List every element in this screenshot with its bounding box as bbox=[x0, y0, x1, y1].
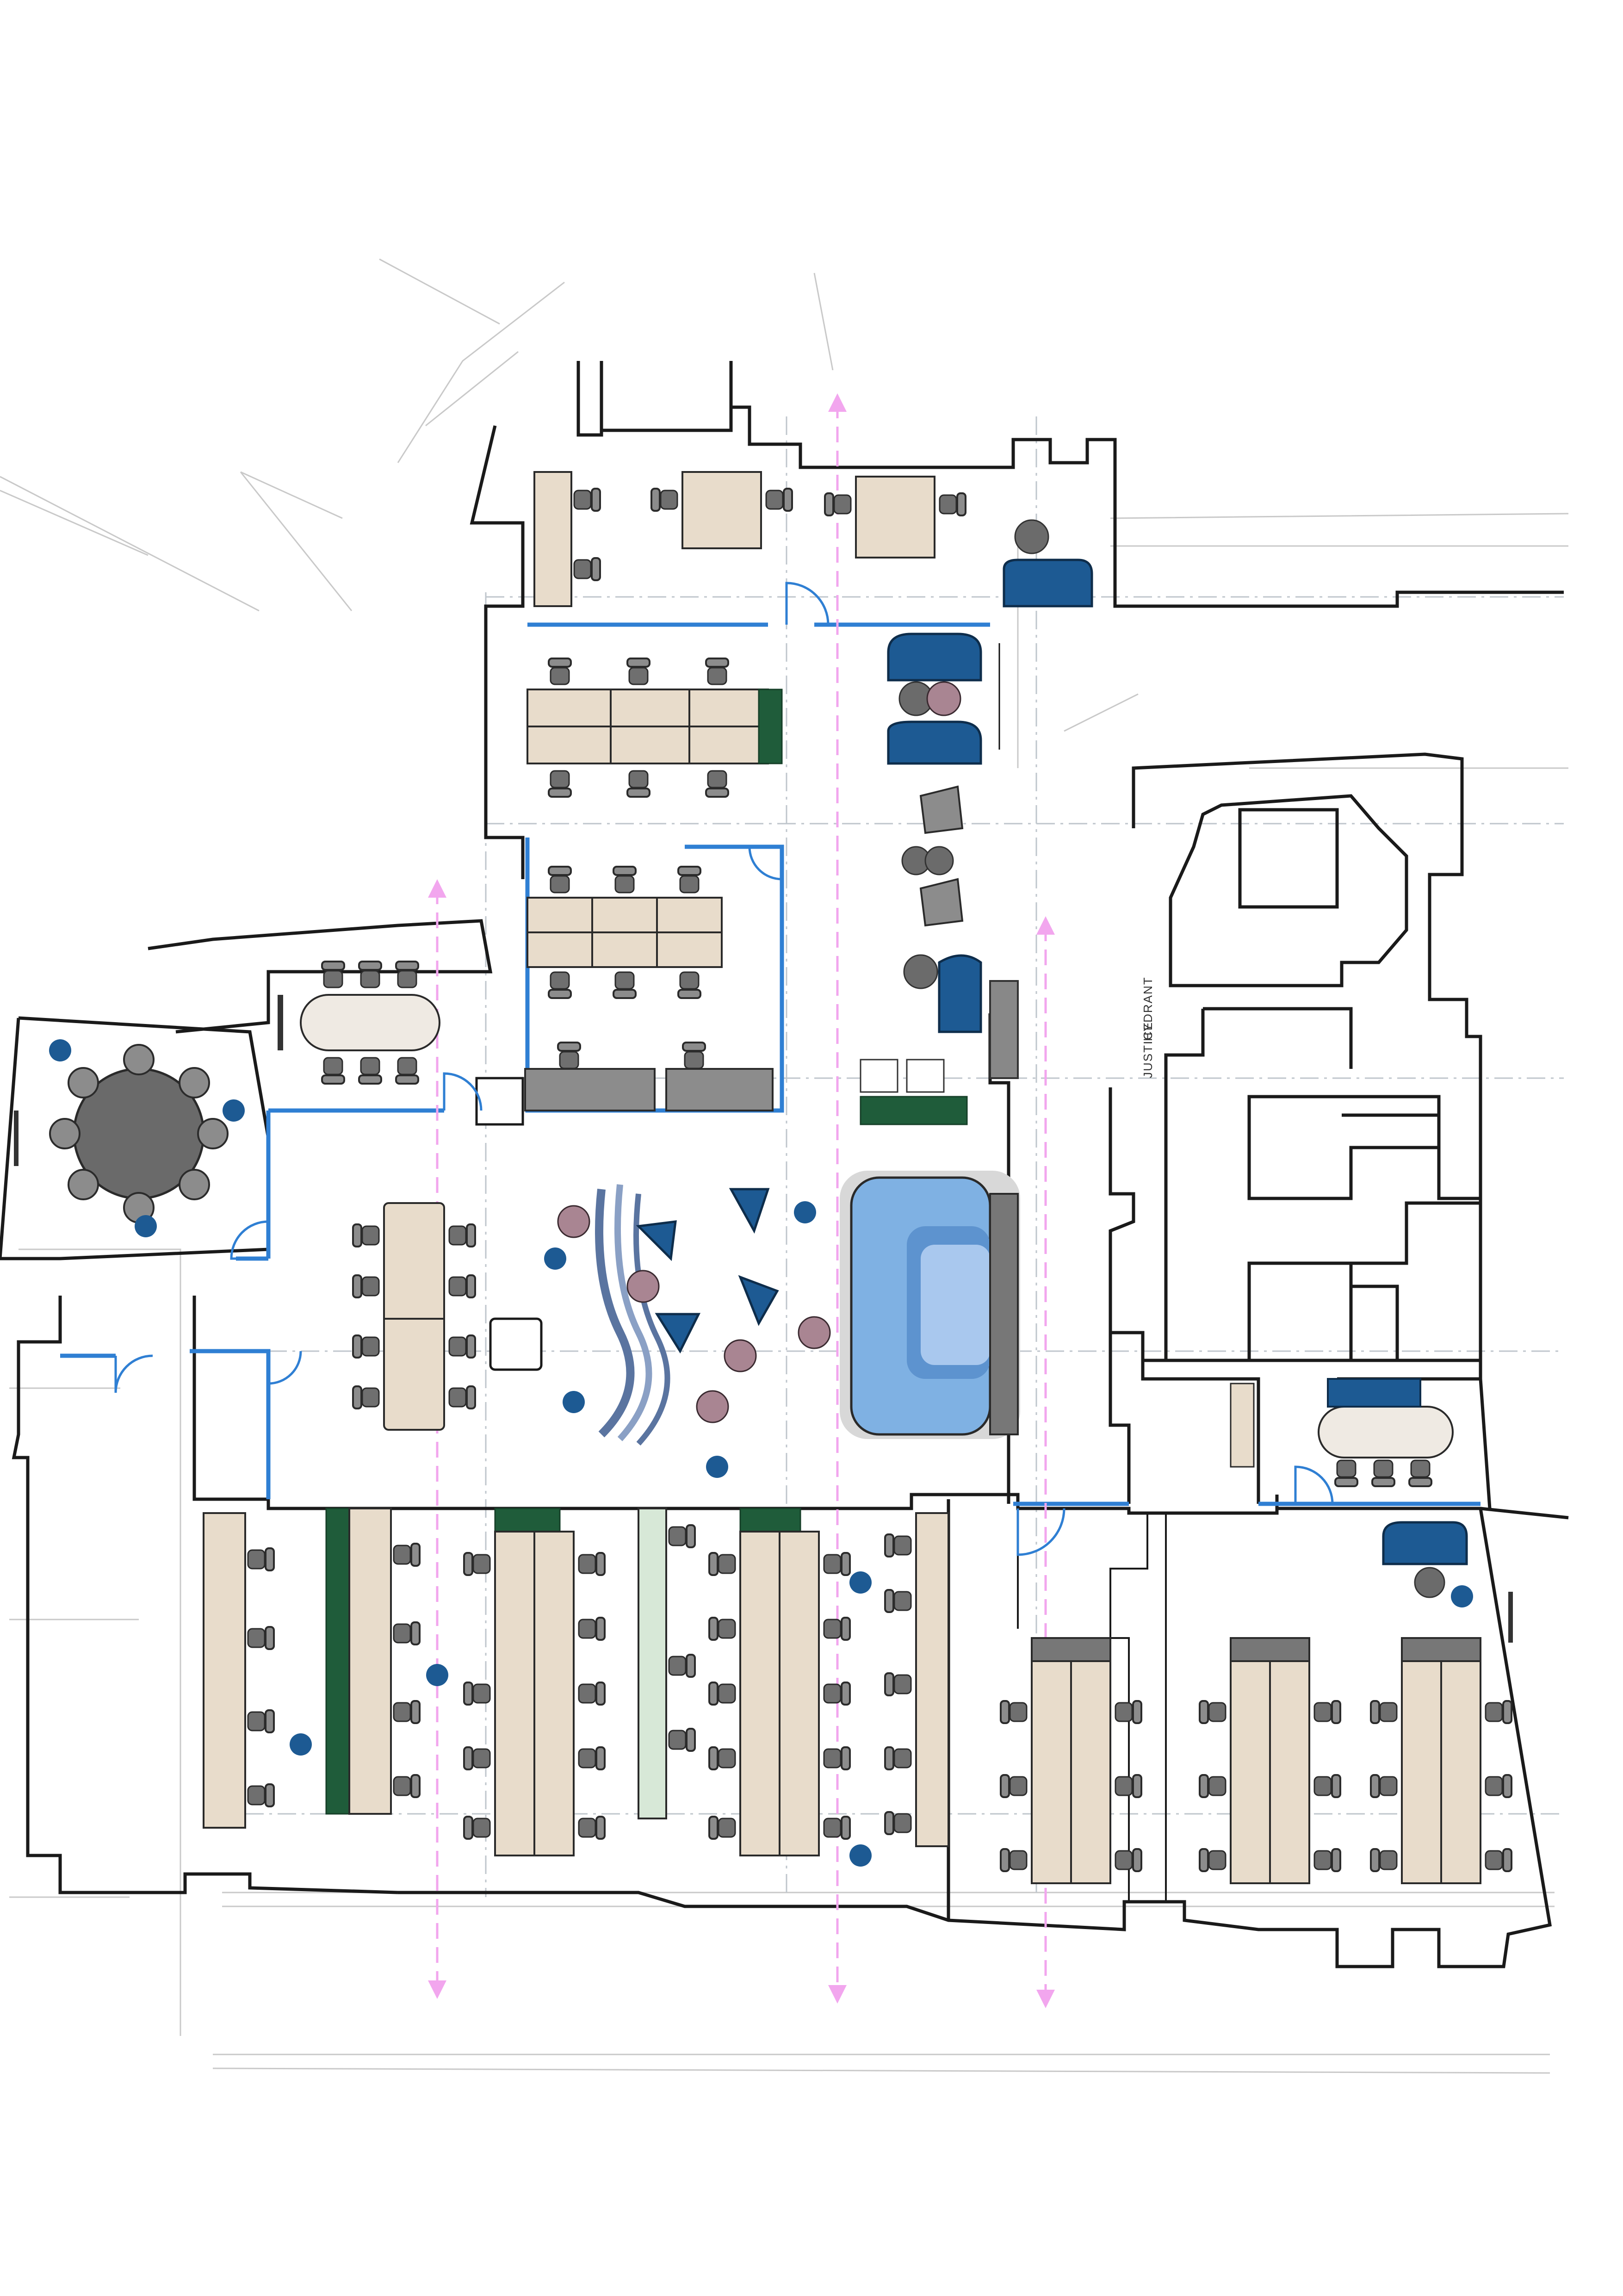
sofa-icon bbox=[1003, 558, 1093, 608]
upper-desk-cluster bbox=[527, 658, 783, 798]
lower-desk-rows-right bbox=[1000, 1521, 1513, 1884]
left-meeting-room bbox=[278, 961, 440, 1085]
oval-table-icon bbox=[300, 994, 440, 1051]
right-meeting-room bbox=[1230, 1378, 1454, 1487]
building-walls bbox=[0, 361, 1569, 1968]
text-labels: HYDRANT JUSTICE bbox=[1141, 976, 1155, 1078]
central-bench bbox=[352, 1202, 543, 1431]
central-island bbox=[840, 1171, 1020, 1439]
door-swings bbox=[114, 582, 1334, 1556]
hydrant-label: HYDRANT bbox=[1141, 976, 1155, 1041]
lower-desk-rows-left bbox=[203, 1508, 949, 1867]
top-lounge bbox=[860, 633, 1019, 1125]
central-lounge bbox=[544, 1184, 831, 1478]
justice-label: JUSTICE bbox=[1141, 1022, 1155, 1078]
round-meeting-room bbox=[14, 1039, 245, 1237]
top-room-furniture bbox=[533, 471, 1093, 608]
glass-room-desks bbox=[475, 866, 774, 1126]
